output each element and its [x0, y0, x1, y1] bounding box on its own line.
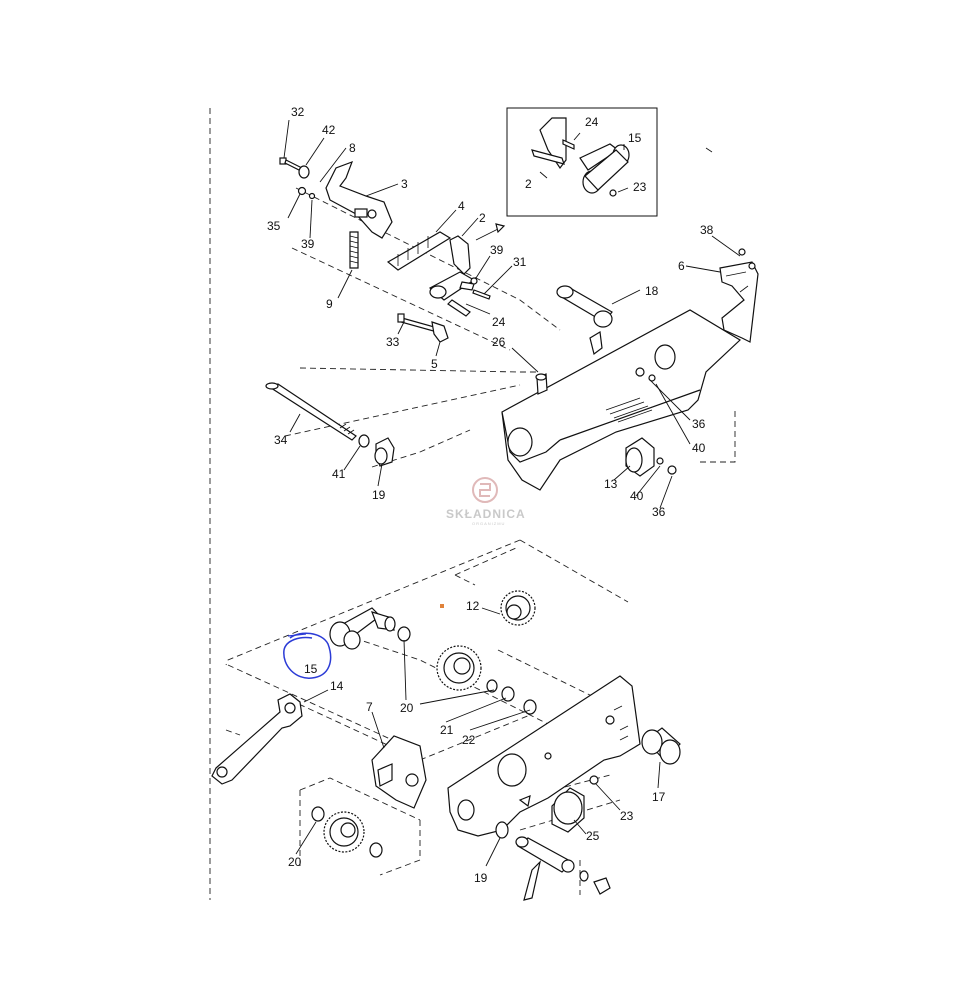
label-39b: 39 — [490, 243, 504, 257]
label-41: 41 — [332, 467, 346, 481]
label-22: 22 — [462, 733, 476, 747]
label-8: 8 — [349, 141, 356, 155]
label-7: 7 — [366, 700, 373, 714]
label-13: 13 — [604, 477, 618, 491]
label-6: 6 — [678, 259, 685, 273]
gear-lower — [323, 811, 365, 853]
pedal-linkage-group: 32 42 8 3 35 39 9 4 2 39 31 24 33 5 — [267, 105, 527, 371]
detail-inset-box: 2 24 15 23 — [506, 107, 658, 217]
label-35: 35 — [267, 219, 281, 233]
watermark-subtitle: ORGANIZMU — [472, 521, 505, 526]
label-4: 4 — [458, 199, 465, 213]
label-36b: 36 — [652, 505, 666, 519]
label-14: 14 — [330, 679, 344, 693]
gear-assembly-group: 12 15 20 21 22 14 — [211, 590, 681, 901]
label-38: 38 — [700, 223, 714, 237]
label-2b: 2 — [525, 177, 532, 191]
spring-9 — [349, 231, 359, 269]
label-15a: 15 — [628, 131, 642, 145]
assembly-dashed-lines — [209, 108, 736, 900]
label-3: 3 — [401, 177, 408, 191]
label-36a: 36 — [692, 417, 706, 431]
gear-12 — [500, 590, 536, 626]
highlight-circle — [283, 632, 332, 679]
label-2a: 2 — [479, 211, 486, 225]
label-9: 9 — [326, 297, 333, 311]
label-34: 34 — [274, 433, 288, 447]
label-18: 18 — [645, 284, 659, 298]
label-40a: 40 — [692, 441, 706, 455]
label-15b: 15 — [304, 662, 318, 676]
watermark-name: SKŁADNICA — [446, 507, 526, 521]
label-23b: 23 — [620, 809, 634, 823]
gear-middle — [436, 645, 482, 691]
label-17: 17 — [652, 790, 666, 804]
label-39a: 39 — [301, 237, 315, 251]
label-31: 31 — [513, 255, 527, 269]
label-40b: 40 — [630, 489, 644, 503]
label-19b: 19 — [474, 871, 488, 885]
label-21: 21 — [440, 723, 454, 737]
label-33: 33 — [386, 335, 400, 349]
label-23a: 23 — [633, 180, 647, 194]
corner-mark — [705, 147, 713, 153]
label-42: 42 — [322, 123, 336, 137]
label-24a: 24 — [492, 315, 506, 329]
marker-dot — [440, 604, 444, 608]
watermark-logo: SKŁADNICA ORGANIZMU — [446, 477, 526, 526]
label-19a: 19 — [372, 488, 386, 502]
label-20a: 20 — [400, 701, 414, 715]
label-20b: 20 — [288, 855, 302, 869]
label-25: 25 — [586, 829, 600, 843]
label-26: 26 — [492, 335, 506, 349]
label-24b: 24 — [585, 115, 599, 129]
main-housing-group: 18 26 38 6 36 40 — [265, 223, 759, 519]
label-12: 12 — [466, 599, 480, 613]
label-32: 32 — [291, 105, 305, 119]
label-5: 5 — [431, 357, 438, 371]
